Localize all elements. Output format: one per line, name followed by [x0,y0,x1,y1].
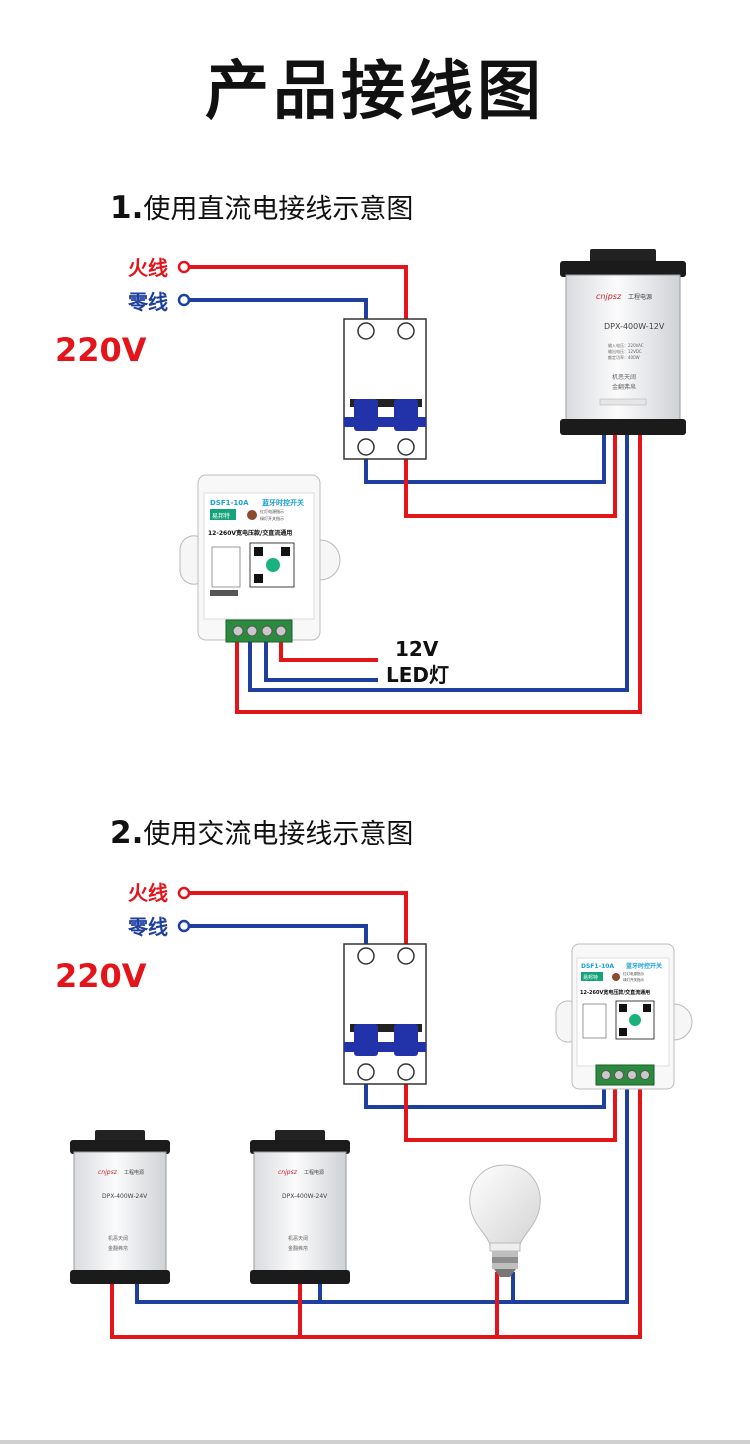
live-terminal-2-icon [177,886,191,900]
svg-text:红灯电源指示: 红灯电源指示 [260,508,284,514]
svg-text:金翻弗帛: 金翻弗帛 [108,1245,128,1252]
svg-text:12-260V宽电压款/交直流通用: 12-260V宽电压款/交直流通用 [208,529,292,537]
live-wire-2-in [186,891,408,950]
svg-text:金翻弗帛: 金翻弗帛 [288,1245,308,1252]
svg-text:输入电压：220VAC: 输入电压：220VAC [608,342,644,348]
svg-text:机恶天阔: 机恶天阔 [612,373,636,381]
power-supply-2b: cnjpsz 工程电源 DPX-400W-24V 机恶天阔 金翻弗帛 [250,1130,350,1284]
live-wire-1-psu [404,435,617,518]
bottom-divider [0,1440,750,1444]
svg-text:蓝牙时控开关: 蓝牙时控开关 [262,498,304,507]
svg-text:12-260V宽电压款/交直流通用: 12-260V宽电压款/交直流通用 [580,989,650,996]
neutral-wire-label-2: 零线 [128,915,168,939]
svg-text:易邦特: 易邦特 [583,974,598,981]
svg-text:机恶天阔: 机恶天阔 [108,1235,128,1242]
dc-output-voltage: 12V [395,637,439,661]
neutral-terminal-1-icon [177,293,191,307]
svg-text:DPX-400W-12V: DPX-400W-12V [604,322,665,331]
voltage-label-1: 220V [55,331,147,369]
live-wire-label-2: 火线 [128,881,168,905]
svg-text:蓝牙时控开关: 蓝牙时控开关 [626,962,662,970]
neutral-terminal-2-icon [177,919,191,933]
neutral-wire-1-in [186,298,368,325]
live-wire-1-in [186,265,408,325]
power-supply-1: cnjpsz 工程电源 DPX-400W-12V 输入电压：220VAC 输出电… [560,249,686,435]
section-1-wires [186,265,642,714]
section-1-heading: 1.使用直流电接线示意图 [110,190,414,226]
neutral-wire-2-in [186,924,368,950]
led-positive-wire [279,640,378,662]
switch-module-1: DSF1-10A 蓝牙时控开关 易邦特 红灯电源指示 绿灯开关指示 12-260… [179,474,341,643]
led-load-label: LED灯 [386,663,450,687]
psu-brand: cnjpsz [596,292,622,301]
live-terminal-1-icon [177,260,191,274]
neutral-wire-1-psu [364,435,606,484]
svg-text:cnjpsz: cnjpsz [278,1169,298,1176]
section-2-heading: 2.使用交流电接线示意图 [110,815,414,851]
neutral-wire-label-1: 零线 [128,290,168,314]
breaker-2 [343,943,427,1085]
svg-text:机恶天阔: 机恶天阔 [288,1235,308,1242]
svg-text:cnjpsz: cnjpsz [98,1169,118,1176]
power-supply-2a: cnjpsz 工程电源 DPX-400W-24V 机恶天阔 金翻弗帛 [70,1130,170,1284]
breaker-1 [343,318,427,460]
svg-text:工程电源: 工程电源 [628,293,652,301]
svg-text:工程电源: 工程电源 [304,1169,324,1176]
live-wire-1-out [235,435,642,714]
section-2-wires [110,891,642,1339]
neutral-wire-2-out [135,1083,629,1304]
led-negative-wire [264,640,378,682]
live-wire-label-1: 火线 [128,256,168,280]
neutral-wire-2-switch [364,1075,606,1109]
live-wire-2-switch [404,1075,617,1142]
svg-text:绿灯开关指示: 绿灯开关指示 [260,515,284,521]
svg-text:工程电源: 工程电源 [124,1169,144,1176]
voltage-label-2: 220V [55,957,147,995]
svg-text:额定功率：400W: 额定功率：400W [608,354,640,360]
switch-module-2: DSF1-10A 蓝牙时控开关 易邦特 红灯电源指示 绿灯开关指示 12-260… [555,943,693,1090]
svg-text:DSF1-10A: DSF1-10A [581,963,614,970]
svg-text:绿灯开关指示: 绿灯开关指示 [623,977,644,982]
svg-text:DSF1-10A: DSF1-10A [210,499,249,507]
svg-text:金翻弗帛: 金翻弗帛 [612,383,636,391]
svg-text:红灯电源指示: 红灯电源指示 [623,971,644,976]
light-bulb-icon [469,1164,541,1277]
svg-text:输出电压：12VDC: 输出电压：12VDC [608,348,642,354]
svg-text:DPX-400W-24V: DPX-400W-24V [102,1193,148,1200]
live-wire-2-out [110,1083,642,1339]
svg-text:DPX-400W-24V: DPX-400W-24V [282,1193,328,1200]
svg-text:易邦特: 易邦特 [212,512,230,520]
page-title: 产品接线图 [205,55,545,129]
neutral-wire-1-out [248,435,629,692]
